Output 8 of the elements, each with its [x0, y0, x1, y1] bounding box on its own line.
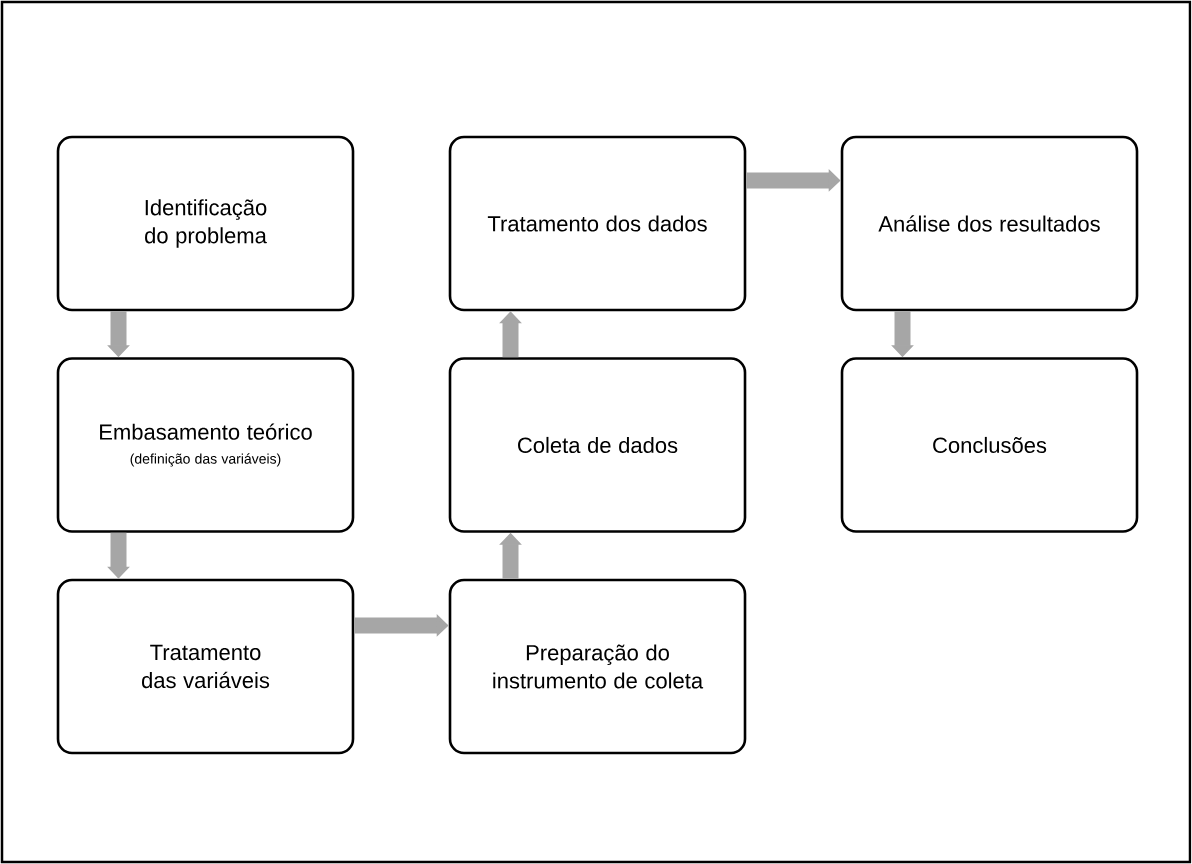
process-box: Análise dos resultados [840, 135, 1139, 312]
process-box: Identificação do problema [56, 135, 355, 312]
process-box: Embasamento teórico (definição das variáveis) [56, 357, 355, 533]
process-box: Conclusões [840, 357, 1139, 533]
process-box: Tratamento das variáveis [56, 578, 355, 755]
process-box: Coleta de dados [448, 357, 747, 533]
process-box: Preparação do instrumento de coleta [448, 578, 747, 755]
process-box: Tratamento dos dados [448, 135, 747, 312]
